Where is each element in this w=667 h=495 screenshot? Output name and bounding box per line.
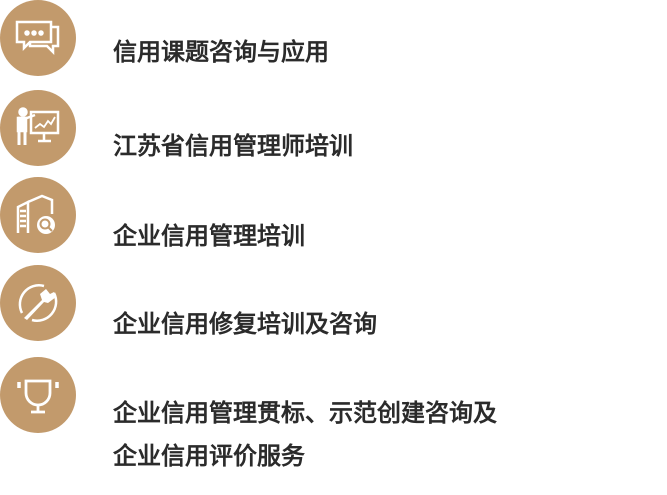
building-search-icon <box>0 177 76 253</box>
service-label: 企业信用管理培训 <box>113 222 305 250</box>
service-label-line1: 企业信用管理贯标、示范创建咨询及 <box>113 399 497 427</box>
service-label-line2: 企业信用评价服务 <box>113 442 305 470</box>
trophy-icon <box>0 357 76 433</box>
service-label: 江苏省信用管理师培训 <box>113 132 353 160</box>
wrench-repair-icon <box>0 265 76 341</box>
service-label: 信用课题咨询与应用 <box>113 38 329 66</box>
presentation-trainer-icon <box>0 90 76 166</box>
chat-bubbles-icon <box>0 0 76 76</box>
service-label: 企业信用修复培训及咨询 <box>113 310 377 338</box>
